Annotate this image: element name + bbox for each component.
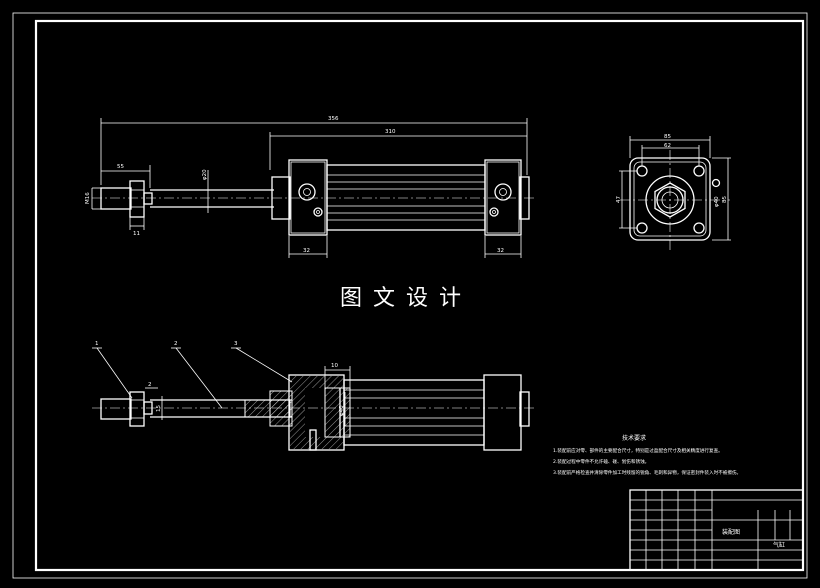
dim-rod-dia: φ20	[202, 169, 208, 180]
dim-width-bolts: 62	[664, 143, 671, 149]
dim-body-length: 310	[385, 129, 396, 135]
dim-rod: 15	[156, 405, 162, 412]
title-block: 装配图 气缸	[629, 489, 804, 571]
dim-bore: φ40	[339, 405, 345, 416]
section-view: 1 2 3 10 2 15 φ40	[92, 341, 535, 451]
balloon-2: 2	[174, 341, 178, 347]
notes-title: 技术要求	[622, 434, 646, 442]
balloon-1: 1	[95, 341, 99, 347]
title-block-material: 气缸	[773, 541, 785, 549]
dim-left-cap: 32	[303, 248, 310, 254]
dim-bore-dia: φ40	[714, 196, 720, 207]
note-line-1: 1.装配前应对零、部件的主要配合尺寸，特别是过盈配合尺寸及相关精度进行复查。	[553, 447, 723, 454]
outer-frame	[12, 12, 808, 579]
dim-height-left: 47	[616, 196, 622, 203]
dim-rod-thread-length: 55	[117, 164, 124, 170]
inner-frame	[34, 19, 805, 572]
front-view: 356 310 55 φ20 M16 11 32 32	[85, 116, 535, 258]
dim-height-right: 85	[722, 196, 728, 203]
note-line-2: 2.装配过程中零件不允许磕、碰、划伤和锈蚀。	[553, 458, 649, 465]
watermark-text: 图 文 设 计	[340, 286, 463, 311]
dim-piston-width: 10	[331, 363, 338, 369]
title-block-name: 装配图	[722, 528, 740, 536]
dim-overall-length: 356	[328, 116, 339, 122]
dim-right-cap: 32	[497, 248, 504, 254]
side-view: 85 62 47 85 φ40	[616, 134, 731, 250]
dim-width-outer: 85	[664, 134, 671, 140]
dim-nut: 2	[148, 382, 152, 388]
balloon-3: 3	[234, 341, 238, 347]
dim-nut-width: 11	[133, 231, 140, 237]
technical-notes: 技术要求 1.装配前应对零、部件的主要配合尺寸，特别是过盈配合尺寸及相关精度进行…	[553, 434, 741, 476]
note-line-3: 3.装配前严格检查并清除零件加工时残留的锐角、毛刺和异物，保证密封件装入时不被擦…	[553, 469, 741, 476]
dim-thread-size: M16	[85, 192, 91, 204]
